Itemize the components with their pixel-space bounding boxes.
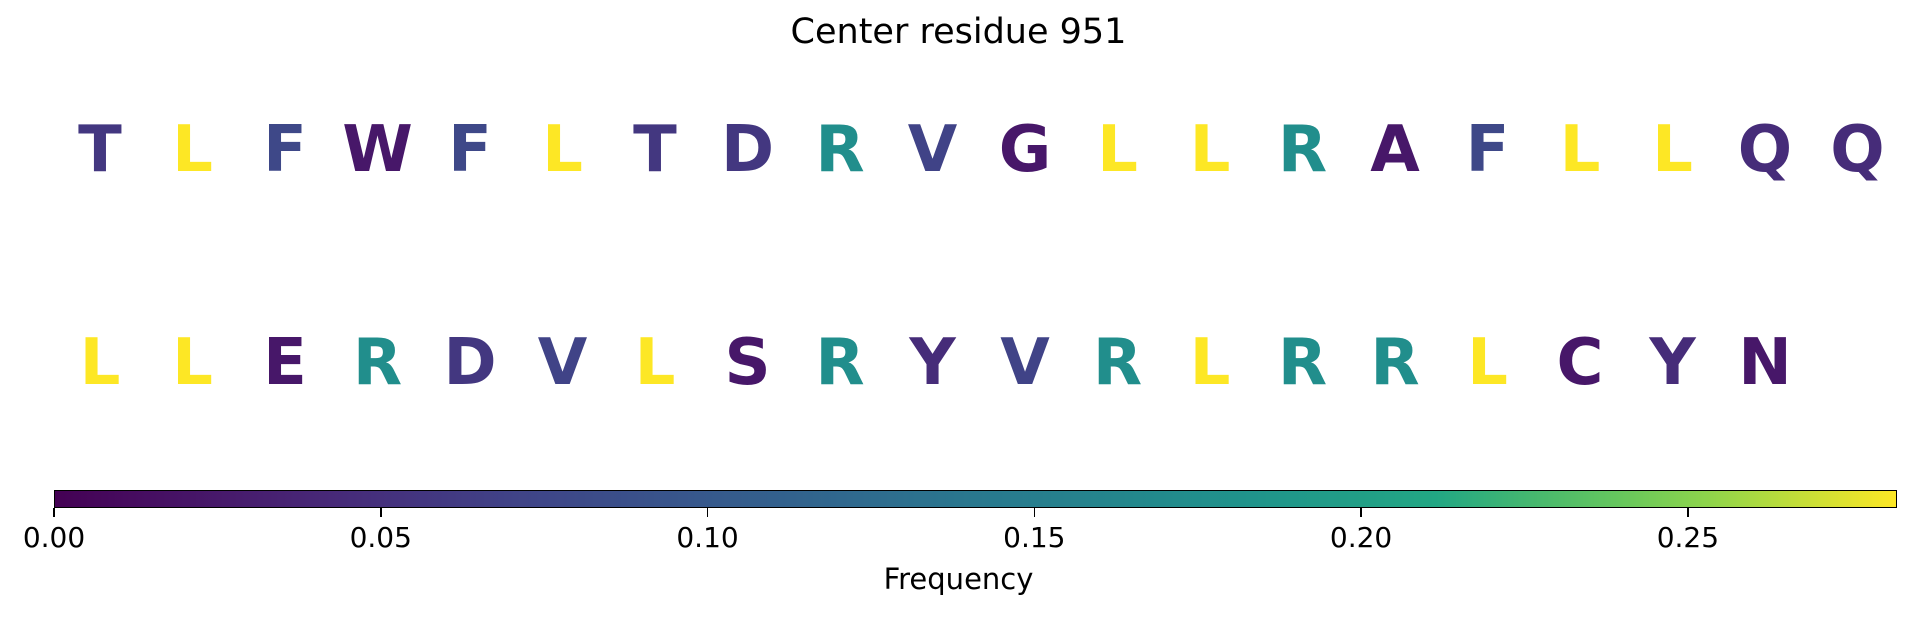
residue-letter-1-19: Q [1737, 113, 1793, 187]
residue-letter-1-6: L [542, 113, 583, 187]
colorbar-tick-4 [1033, 508, 1036, 517]
residue-letter-2-7: L [634, 326, 676, 400]
residue-letter-2-14: R [1277, 326, 1328, 400]
residue-letter-2-10: Y [909, 326, 956, 400]
residue-letter-1-7: T [633, 113, 677, 187]
residue-letter-1-13: L [1189, 113, 1231, 187]
residue-letter-1-5: F [448, 113, 492, 187]
colorbar-tick-2 [380, 508, 382, 517]
residue-letter-1-10: V [907, 113, 958, 187]
residue-letter-2-15: R [1370, 326, 1420, 400]
residue-letter-1-2: L [172, 113, 213, 187]
residue-letter-1-16: F [1465, 113, 1510, 187]
colorbar-tick-label-1: 0.00 [22, 521, 86, 554]
colorbar-tick-label-3: 0.10 [676, 521, 739, 554]
residue-letter-1-8: D [720, 113, 775, 187]
residue-letter-1-14: R [1277, 113, 1328, 187]
colorbar-tick-6 [1687, 508, 1689, 517]
residue-letter-2-3: E [263, 326, 307, 400]
residue-letter-1-15: A [1370, 113, 1420, 187]
residue-letter-2-16: L [1467, 326, 1508, 400]
residue-letter-2-17: C [1556, 326, 1604, 400]
colorbar-tick-label-5: 0.20 [1329, 521, 1393, 554]
residue-letter-2-12: R [1092, 326, 1143, 400]
residue-letter-1-18: L [1652, 113, 1693, 187]
residue-letter-2-18: Y [1649, 326, 1696, 400]
residue-letter-1-4: W [342, 113, 413, 187]
residue-letter-2-1: L [79, 326, 121, 400]
residue-letter-2-8: S [724, 326, 771, 400]
colorbar-tick-1 [53, 508, 55, 517]
residue-letter-1-12: L [1097, 113, 1138, 187]
chart-title: Center residue 951 [790, 12, 1127, 52]
residue-letter-1-17: L [1559, 113, 1601, 187]
colorbar [54, 490, 1897, 508]
colorbar-tick-label-4: 0.15 [1003, 521, 1066, 554]
colorbar-label: Frequency [883, 562, 1034, 596]
colorbar-tick-3 [706, 508, 709, 517]
residue-letter-2-5: D [443, 326, 497, 400]
residue-letter-2-13: L [1189, 326, 1231, 400]
residue-letter-1-11: G [998, 113, 1052, 187]
residue-letter-1-20: Q [1830, 113, 1885, 187]
residue-letter-2-4: R [352, 326, 403, 400]
residue-letter-2-9: R [815, 326, 865, 400]
colorbar-tick-5 [1360, 508, 1362, 517]
colorbar-tick-label-2: 0.05 [349, 521, 412, 554]
colorbar-tick-label-6: 0.25 [1656, 521, 1720, 554]
residue-letter-2-6: V [537, 326, 588, 400]
residue-letter-2-11: V [1000, 326, 1050, 400]
residue-letter-1-9: R [815, 113, 865, 187]
residue-letter-1-1: T [78, 113, 122, 187]
residue-letter-2-19: N [1738, 326, 1792, 400]
residue-letter-2-2: L [172, 326, 213, 400]
residue-letter-1-3: F [263, 113, 307, 187]
